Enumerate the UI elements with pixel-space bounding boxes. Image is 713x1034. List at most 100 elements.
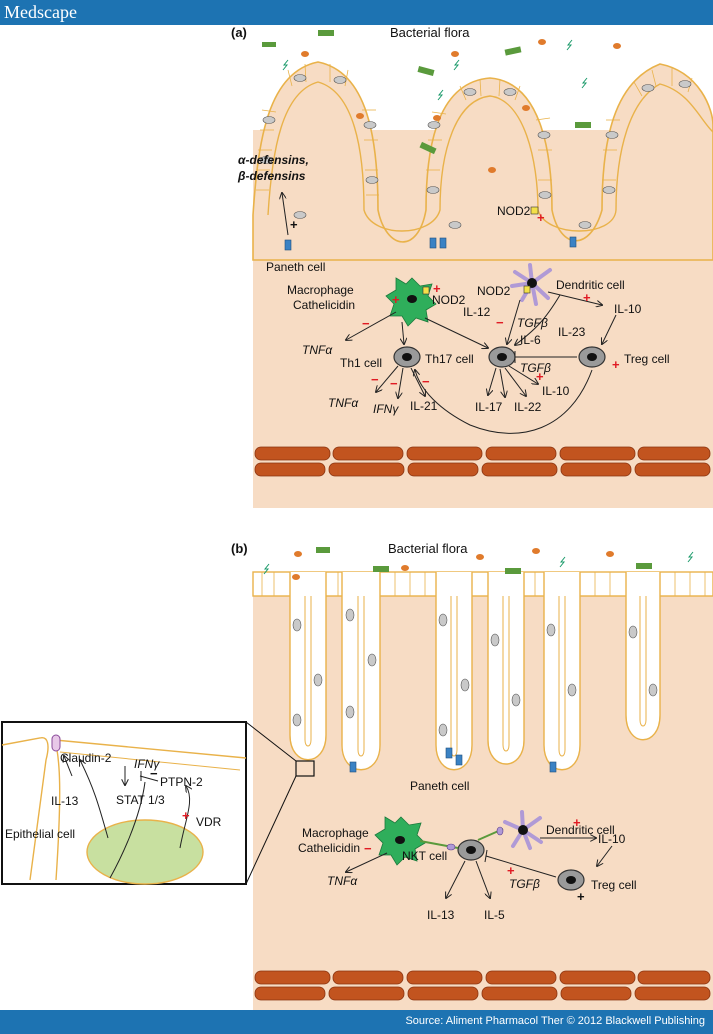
paneth-granule-icon (284, 236, 577, 251)
claudin-icon (51, 734, 61, 752)
svg-text:−: − (150, 766, 158, 781)
dendritic-b-label: Dendritic cell (546, 823, 615, 837)
epithelial-cells-a (256, 63, 693, 196)
dendritic-a: Dendritic cell (556, 278, 625, 292)
treg-a: Treg cell (624, 352, 670, 366)
svg-text:−: − (390, 376, 398, 391)
svg-text:+: + (536, 369, 544, 384)
header-bar: Medscape (0, 0, 713, 25)
ptpn2-label: PTPN-2 (160, 775, 203, 789)
macrophage-b-label: Macrophage (302, 826, 369, 840)
svg-text:−: − (371, 372, 379, 387)
svg-text:−: − (496, 315, 504, 330)
muscle-layer-a (254, 446, 711, 477)
signs-a: + + + + − − + + + − − − (290, 210, 620, 391)
bacterium-icon (262, 30, 621, 173)
il5-b: IL-5 (484, 908, 505, 922)
nkt-cell (419, 826, 504, 861)
dendritic-cell-icon (510, 263, 552, 306)
surface-cells-b (261, 572, 706, 596)
nod2-dc: NOD2 (477, 284, 511, 298)
arrows-b (346, 838, 613, 898)
il17-a: IL-17 (475, 400, 503, 414)
tgfb-1: TGFβ (517, 316, 548, 330)
labels-b: (b) Bacterial flora Paneth cell Macropha… (231, 541, 637, 922)
panel-a: + + + + − − + + + − − − (a) Bacterial fl… (231, 25, 713, 508)
epithelial-label: Epithelial cell (5, 827, 75, 841)
panel-b: − + + + (b) Bacterial flora Paneth cell … (231, 541, 713, 1010)
source-credit: Source: Aliment Pharmacol Ther © 2012 Bl… (405, 1015, 705, 1027)
defensins-1: α-defensins, (238, 153, 309, 167)
th1-cell: Th1 cell (340, 356, 382, 370)
il10-a: IL-10 (614, 302, 642, 316)
inset-arrows (64, 756, 190, 879)
il22-a: IL-22 (514, 400, 542, 414)
flora-b: Bacterial flora (388, 541, 468, 556)
vdr-label: VDR (196, 815, 222, 829)
dendritic-b (503, 810, 543, 850)
th17-cell: Th17 cell (425, 352, 474, 366)
svg-text:+: + (537, 210, 545, 225)
il13-inset: IL-13 (51, 794, 79, 808)
macrophage-a: Macrophage (287, 283, 354, 297)
panel-b-tag: (b) (231, 541, 248, 556)
svg-text:+: + (507, 863, 515, 878)
goblet-cells-a (259, 74, 692, 229)
il21-a: IL-21 (410, 399, 438, 413)
il6-a: IL-6 (520, 333, 541, 347)
tnfa-a2: TNFα (328, 396, 359, 410)
svg-text:+: + (573, 815, 581, 830)
treg-b-label: Treg cell (591, 878, 637, 892)
svg-text:−: − (362, 316, 370, 331)
nucleus-inset (86, 819, 204, 885)
macrophage-b (374, 816, 426, 866)
macrophage-icon (385, 277, 437, 327)
paneth-granules-b (349, 747, 557, 773)
ifng-a: IFNγ (373, 402, 399, 416)
il13-b: IL-13 (427, 908, 455, 922)
il10-b: IL-10 (598, 832, 626, 846)
signs-b: − + + + (364, 815, 585, 904)
tgfb-2: TGFβ (520, 361, 551, 375)
svg-text:+: + (433, 281, 441, 296)
arrows-a (282, 193, 617, 434)
ifng-inset: IFNγ (134, 757, 160, 771)
defensins-2: β-defensins (237, 169, 306, 183)
inset-panel: Claudin-2 IFNγ PTPN-2 STAT 1/3 IL-13 VDR… (1, 721, 247, 885)
svg-text:+: + (290, 217, 298, 232)
tnfa-b: TNFα (327, 874, 358, 888)
svg-text:+: + (182, 808, 190, 823)
epithelium-a (267, 81, 713, 232)
labels-a: (a) Bacterial flora α-defensins, β-defen… (231, 25, 670, 416)
nucleus-icon (402, 353, 597, 361)
nod2-mac: NOD2 (432, 293, 466, 307)
footer-bar: Source: Aliment Pharmacol Ther © 2012 Bl… (0, 1010, 713, 1034)
goblet-cells-b (292, 608, 658, 737)
nod2-epi-icon (530, 206, 539, 215)
svg-text:+: + (583, 290, 591, 305)
treg-b (557, 869, 585, 891)
villi-a (252, 61, 713, 261)
svg-text:+: + (612, 357, 620, 372)
il12-a: IL-12 (463, 305, 491, 319)
claudin-label: Claudin-2 (60, 751, 112, 765)
tgfb-b: TGFβ (509, 877, 540, 891)
il10b-a: IL-10 (542, 384, 570, 398)
svg-text:+: + (392, 292, 400, 307)
tnfa-a1: TNFα (302, 343, 333, 357)
cathelicidin-b: Cathelicidin (298, 841, 360, 855)
nod2-epi: NOD2 (497, 204, 531, 218)
inset-locator (295, 760, 315, 777)
cathelicidin-a: Cathelicidin (293, 298, 355, 312)
flora-a: Bacterial flora (390, 25, 470, 40)
nkt-label: NKT cell (402, 849, 447, 863)
stat-label: STAT 1/3 (116, 793, 165, 807)
paneth-b: Paneth cell (410, 779, 469, 793)
svg-text:−: − (364, 841, 372, 856)
bacteria-b (263, 547, 694, 580)
crypts-b (289, 572, 661, 771)
svg-text:+: + (577, 889, 585, 904)
il23-a: IL-23 (558, 325, 586, 339)
muscle-layer-b (254, 970, 711, 1001)
